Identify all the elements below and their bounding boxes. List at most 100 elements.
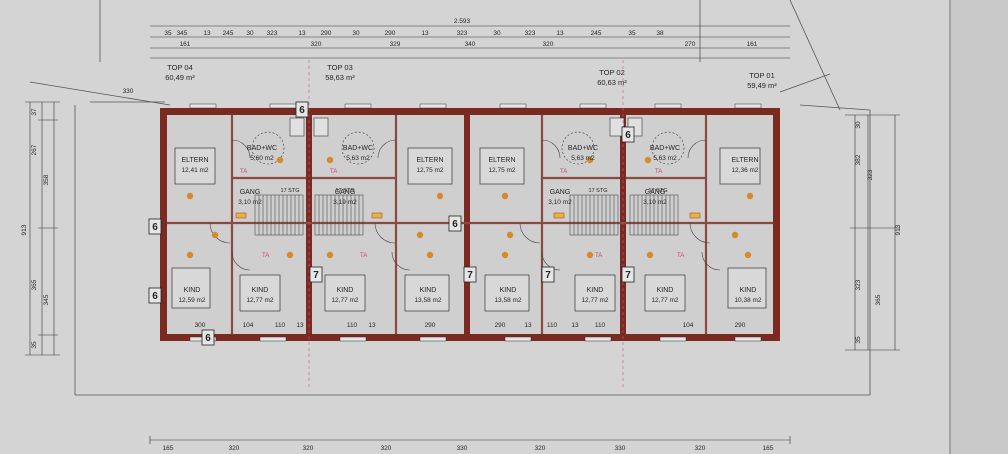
overall-width-label: 2.593 — [454, 18, 471, 25]
room-area: 12,77 m2 — [581, 297, 608, 304]
left-offset-dim: 330 — [123, 88, 134, 95]
marker-label: 7 — [313, 270, 319, 281]
svg-text:17 STG: 17 STG — [281, 188, 300, 194]
inner-dim-label: 110 — [547, 322, 558, 329]
left-dim-label: 35 — [31, 341, 38, 349]
ceiling-light — [426, 251, 434, 259]
room-label: KIND — [252, 287, 269, 294]
top-dim-label: 30 — [352, 30, 360, 37]
ceiling-light — [586, 251, 594, 259]
marker-6: 6 — [621, 126, 635, 143]
ta-label: TA — [330, 169, 337, 175]
room-label: GANG — [335, 189, 356, 196]
top-dim-label: 345 — [177, 30, 188, 37]
window — [499, 103, 527, 109]
ceiling-light — [744, 251, 752, 259]
ceiling-light — [436, 192, 444, 200]
top-dim2-label: 340 — [465, 41, 476, 48]
ceiling-light — [644, 156, 652, 164]
left-dim-label: 345 — [43, 294, 50, 305]
room-label: KIND — [337, 287, 354, 294]
room-area: 3,10 m2 — [643, 199, 667, 206]
stairs — [254, 194, 679, 236]
top-dim2-label: 329 — [390, 41, 401, 48]
svg-text:17 STG: 17 STG — [649, 188, 668, 194]
inner-dim-label: 104 — [683, 322, 694, 329]
top-dim-label: 13 — [203, 30, 211, 37]
room-area: 5,60 m2 — [250, 155, 274, 162]
marker-6: 6 — [148, 287, 162, 304]
window — [654, 103, 682, 109]
top-dim-label: 13 — [298, 30, 306, 37]
top-dim2-label: 270 — [685, 41, 696, 48]
window — [189, 103, 217, 109]
top-dim-label: 323 — [267, 30, 278, 37]
room-label: BAD+WC — [247, 145, 277, 152]
inner-dim-label: 290 — [425, 322, 436, 329]
svg-text:60,63 m²: 60,63 m² — [597, 78, 627, 87]
left-dimension-chain — [25, 101, 60, 356]
svg-text:60,49 m²: 60,49 m² — [165, 73, 195, 82]
room-area: 10,38 m2 — [734, 297, 761, 304]
ceiling-light — [276, 156, 284, 164]
ta-label: TA — [655, 169, 662, 175]
ta-label: TA — [262, 253, 269, 259]
inner-dim-label: 290 — [735, 322, 746, 329]
left-dim-label: 358 — [43, 174, 50, 185]
marker-6: 6 — [148, 218, 162, 235]
room-label: BAD+WC — [650, 145, 680, 152]
bottom-dim-label: 165 — [163, 445, 174, 452]
windows — [189, 103, 762, 342]
inner-dim-label: 13 — [368, 322, 376, 329]
bottom-dimension-lines — [149, 436, 791, 444]
ceiling-light — [501, 251, 509, 259]
bottom-dim-label: 320 — [695, 445, 706, 452]
marker-label: 6 — [625, 130, 631, 141]
ceiling-light — [211, 231, 219, 239]
right-dim-label: 30 — [855, 121, 862, 129]
beds — [171, 147, 767, 312]
bottom-dim-label: 320 — [303, 445, 314, 452]
inner-dim-label: 13 — [571, 322, 579, 329]
ceiling-light — [286, 251, 294, 259]
site-outline — [29, 0, 871, 396]
window — [269, 103, 297, 109]
ta-label: TA — [360, 253, 367, 259]
ceiling-light — [416, 231, 424, 239]
inner-dim-label: 110 — [347, 322, 358, 329]
door-swings — [209, 139, 721, 271]
room-label: KIND — [657, 287, 674, 294]
room-area: 3,10 m2 — [238, 199, 262, 206]
room-area: 12,75 m2 — [488, 167, 515, 174]
left-dim-label: 267 — [31, 144, 38, 155]
interior-walls — [167, 115, 773, 334]
top-dim-label: 245 — [223, 30, 234, 37]
room-area: 13,58 m2 — [494, 297, 521, 304]
svg-text:TOP 03: TOP 03 — [327, 63, 353, 72]
room-label: GANG — [550, 189, 571, 196]
marker-6: 6 — [201, 329, 215, 346]
room-area: 12,77 m2 — [246, 297, 273, 304]
ceiling-light — [506, 231, 514, 239]
right-dim-label: 365 — [875, 294, 882, 305]
room-label: GANG — [645, 189, 666, 196]
marker-6: 6 — [295, 101, 309, 118]
stair-labels: 17 STG 17 STG 17 STG 17 STG — [281, 188, 668, 194]
inner-dim-label: 13 — [524, 322, 532, 329]
window — [659, 336, 687, 342]
bottom-dim-label: 165 — [763, 445, 774, 452]
window — [419, 103, 447, 109]
room-area: 12,77 m2 — [331, 297, 358, 304]
room-area: 13,58 m2 — [414, 297, 441, 304]
room-area: 12,59 m2 — [178, 297, 205, 304]
unit-divider-dashes — [308, 60, 624, 390]
marker-7: 7 — [309, 266, 323, 283]
bottom-dim-label: 330 — [615, 445, 626, 452]
inner-dim-label: 300 — [195, 322, 206, 329]
left-dim-label: 365 — [31, 279, 38, 290]
